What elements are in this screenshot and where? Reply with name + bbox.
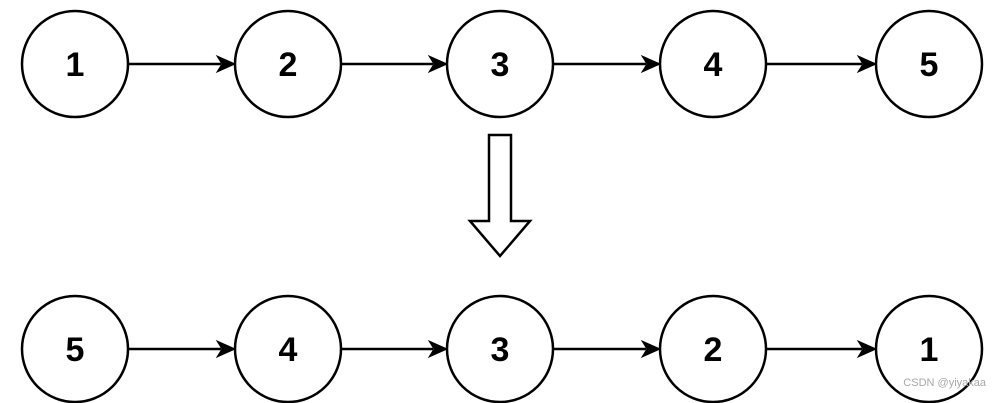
node-label: 2: [704, 331, 723, 369]
node-label: 2: [279, 46, 298, 84]
list-node: 3: [445, 294, 555, 403]
node-label: 5: [920, 46, 939, 84]
node-label: 4: [279, 331, 298, 369]
node-circle: [874, 9, 984, 119]
bottom-row: 5 4 3 2 1: [20, 294, 984, 403]
transform-down-arrow-icon: [467, 133, 533, 258]
arrowhead-icon: [640, 339, 662, 359]
node-circle: [445, 294, 555, 403]
node-circle: [233, 294, 343, 403]
node-label: 3: [491, 331, 510, 369]
arrowhead-icon: [427, 54, 449, 74]
node-circle: [20, 9, 130, 119]
edge-arrow: [553, 339, 662, 359]
watermark: CSDN @yiyakaa: [903, 377, 986, 389]
list-node: 4: [658, 9, 768, 119]
list-node: 5: [874, 9, 984, 119]
list-node: 1: [874, 294, 984, 403]
node-label: 5: [66, 331, 85, 369]
node-label: 1: [66, 46, 85, 84]
edge-arrow: [128, 339, 237, 359]
node-circle: [233, 9, 343, 119]
list-node: 2: [658, 294, 768, 403]
edge-arrow: [341, 339, 449, 359]
list-node: 4: [233, 294, 343, 403]
edge-arrow: [766, 54, 878, 74]
arrowhead-icon: [640, 54, 662, 74]
arrowhead-icon: [215, 54, 237, 74]
node-circle: [658, 294, 768, 403]
list-node: 3: [445, 9, 555, 119]
arrowhead-icon: [215, 339, 237, 359]
node-label: 3: [491, 46, 510, 84]
arrowhead-icon: [856, 54, 878, 74]
edge-arrow: [553, 54, 662, 74]
node-label: 1: [920, 331, 939, 369]
node-circle: [874, 294, 984, 403]
list-node: 2: [233, 9, 343, 119]
node-label: 4: [704, 46, 723, 84]
arrowhead-icon: [427, 339, 449, 359]
top-row: 1 2 3 4 5: [20, 9, 984, 119]
list-node: 1: [20, 9, 130, 119]
edge-arrow: [128, 54, 237, 74]
node-circle: [445, 9, 555, 119]
list-node: 5: [20, 294, 130, 403]
edge-arrow: [766, 339, 878, 359]
node-circle: [20, 294, 130, 403]
node-circle: [658, 9, 768, 119]
edge-arrow: [341, 54, 449, 74]
arrowhead-icon: [856, 339, 878, 359]
